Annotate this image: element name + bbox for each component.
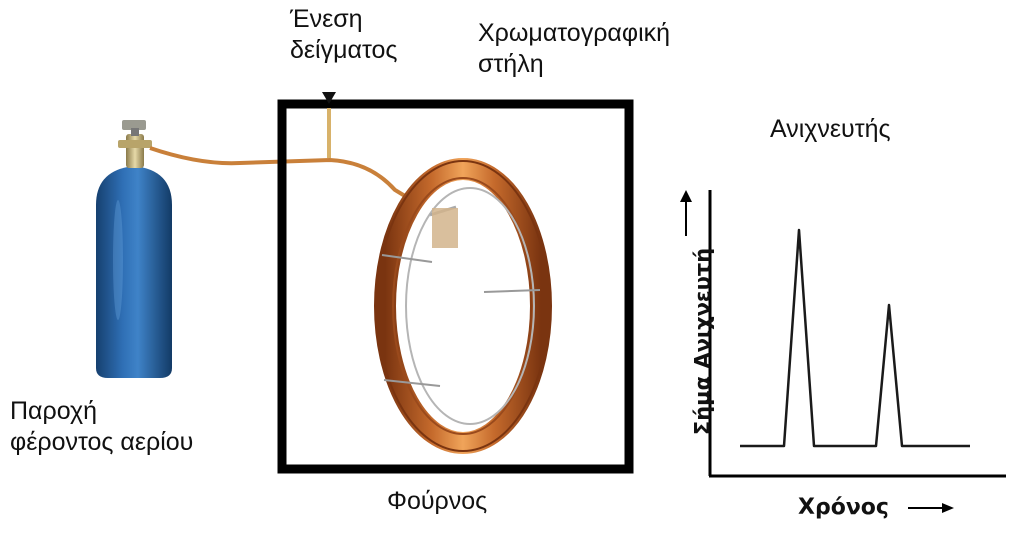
carrier-gas-label-line2: φέροντος αερίου (10, 428, 194, 456)
detector-trace (740, 228, 970, 448)
injection-label: Ένεση δείγματος (290, 4, 397, 66)
gas-cylinder-icon (96, 166, 172, 378)
oven-label: Φούρνος (387, 487, 488, 515)
injection-label-line1: Ένεση (290, 5, 363, 33)
x-arrowhead-icon (942, 503, 954, 513)
column-label: Χρωματογραφική στήλη (478, 18, 670, 80)
column-label-line1: Χρωματογραφική (478, 19, 671, 47)
oven-frame (277, 99, 634, 474)
carrier-gas-label-line1: Παροχή (10, 397, 97, 425)
x-axis-label: Χρόνος (798, 495, 889, 520)
y-arrowhead-icon (680, 190, 692, 202)
column-label-line2: στήλη (478, 50, 544, 78)
injector-arrow-icon (322, 92, 336, 158)
column-coil-icon (374, 158, 552, 454)
carrier-gas-label: Παροχή φέροντος αερίου (10, 396, 193, 458)
injection-label-line2: δείγματος (290, 36, 398, 64)
y-axis-label: Σήμα Ανιχνευτή (690, 247, 715, 436)
detector-label: Ανιχνευτής (770, 115, 891, 143)
valve-icon (118, 120, 152, 168)
chromatogram (680, 190, 1006, 513)
